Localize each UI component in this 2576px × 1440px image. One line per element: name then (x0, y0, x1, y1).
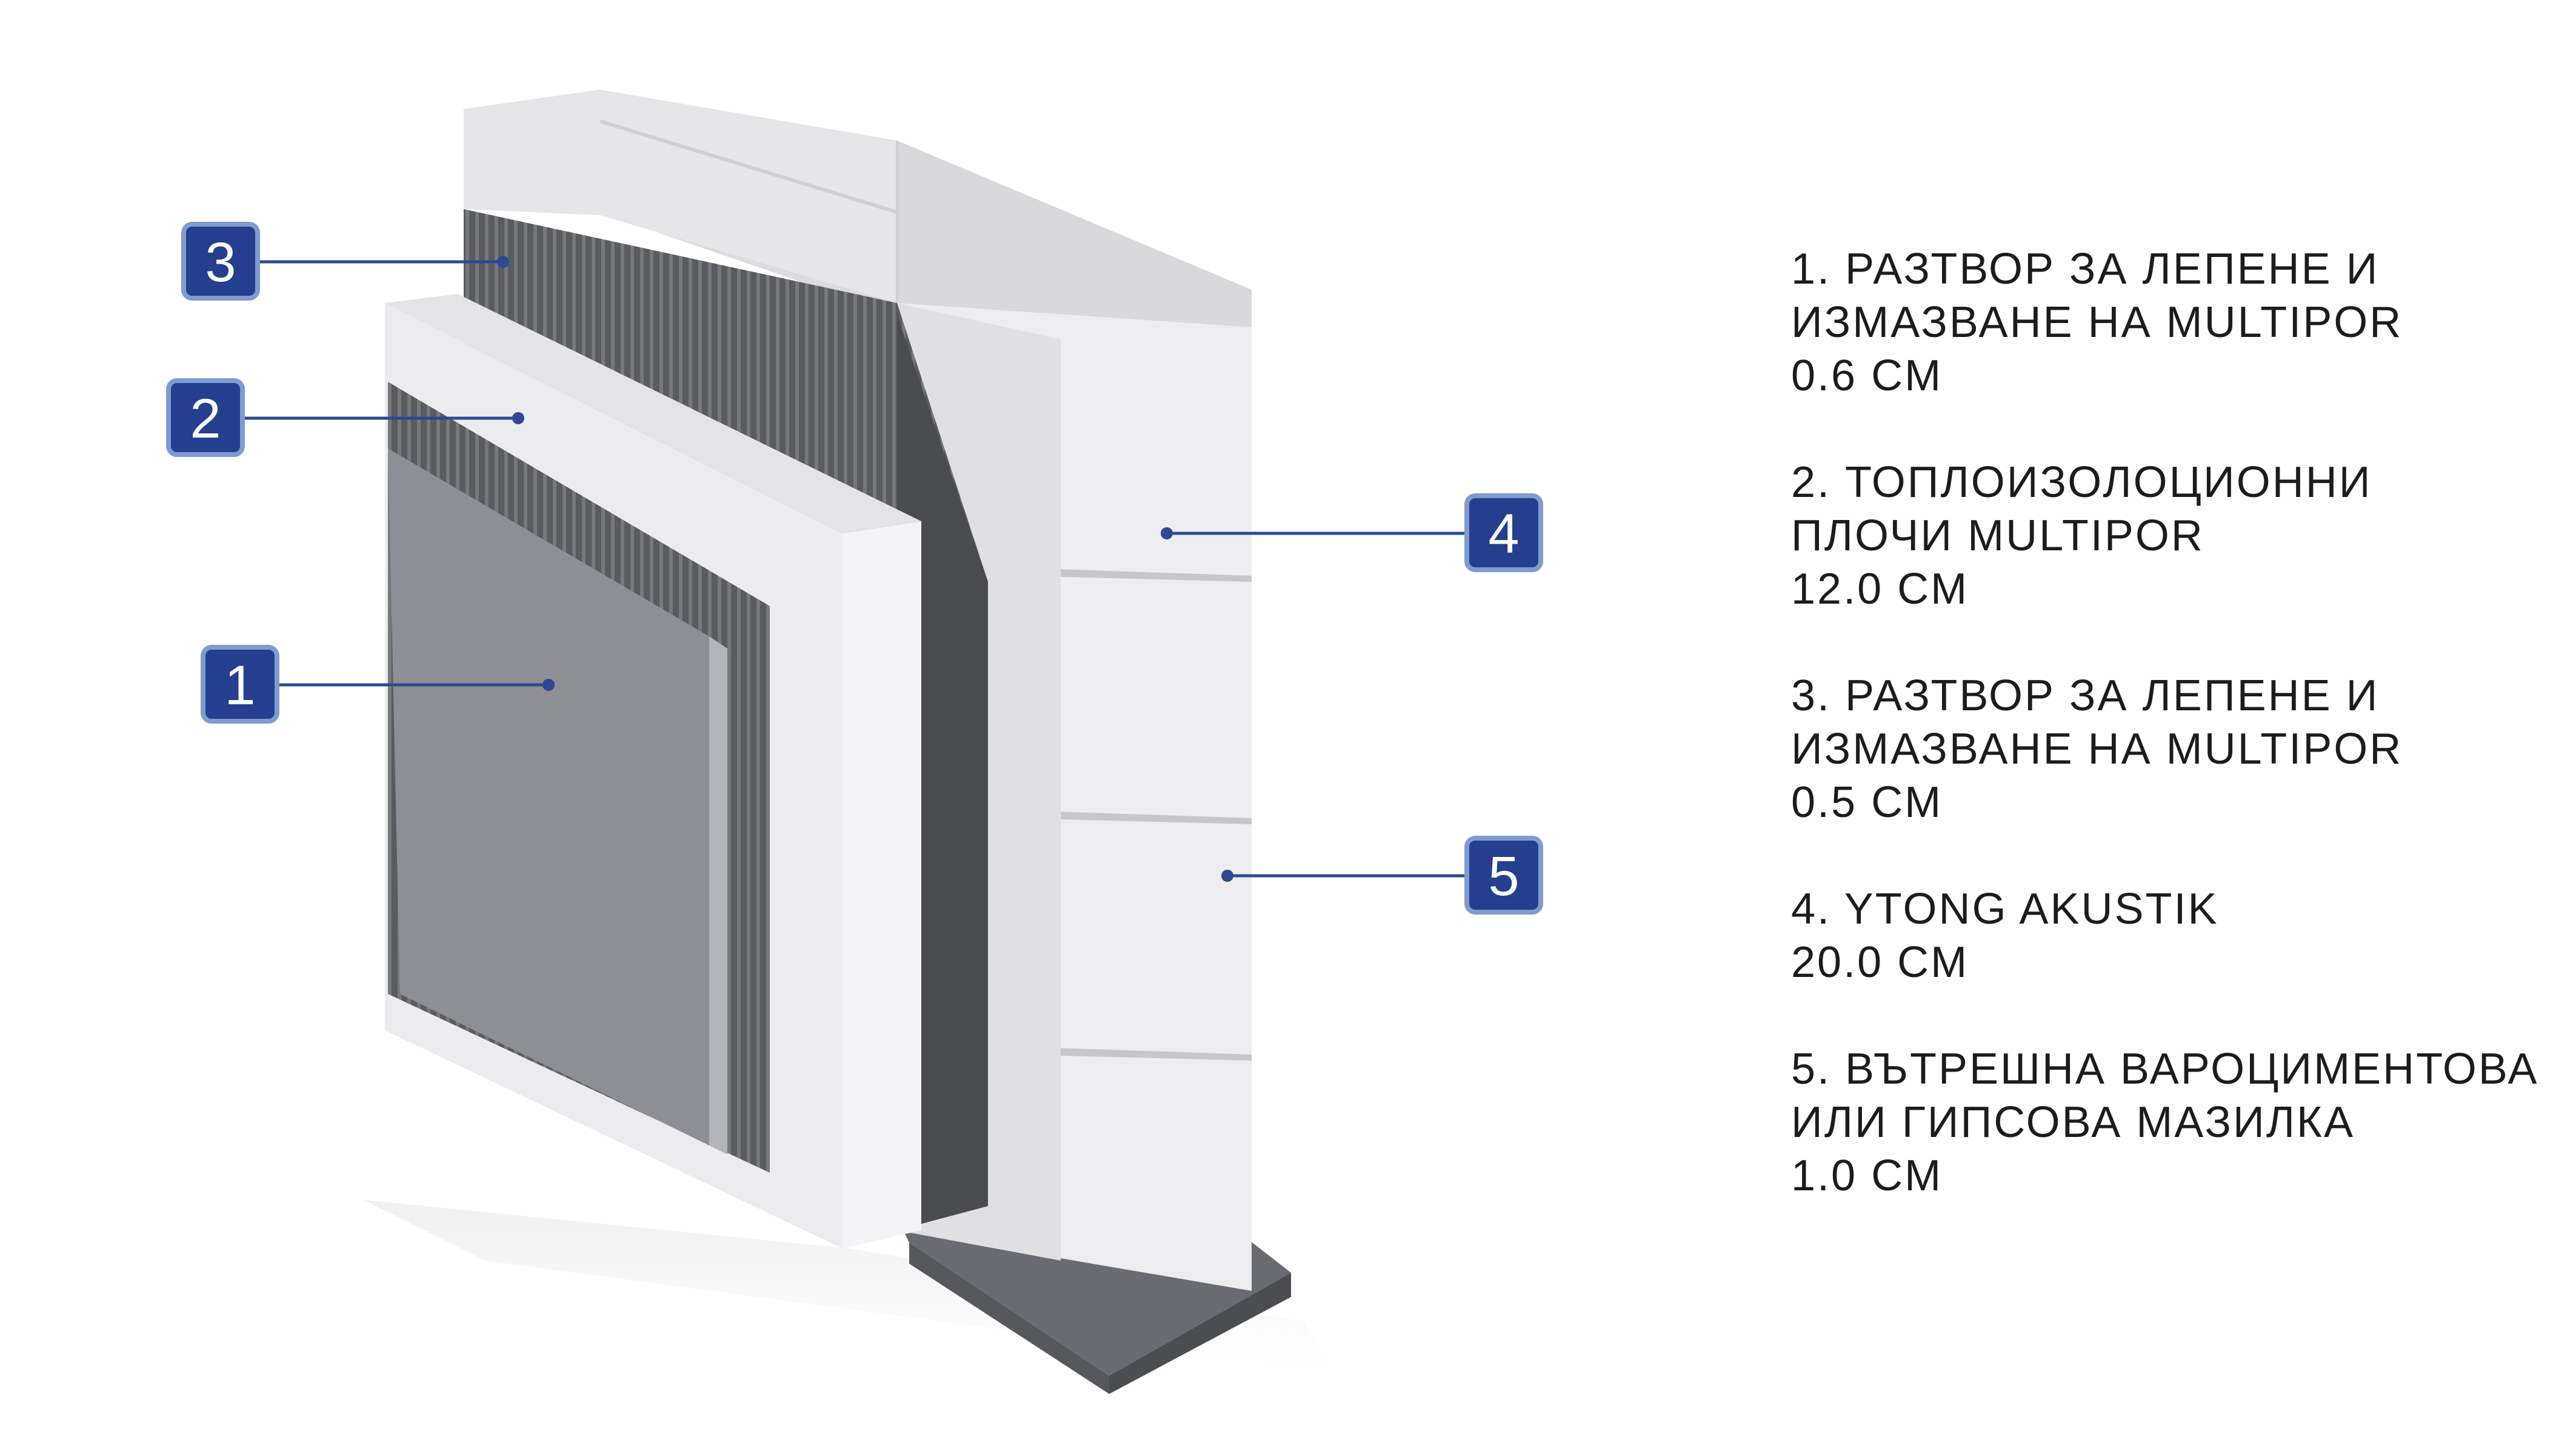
legend-line: 1.0 CM (1791, 1152, 1943, 1200)
callout-5: 5 (1464, 836, 1543, 915)
legend-item-5: 5. ВЪТРЕШНА ВАРОЦИМЕНТОВА ИЛИ ГИПСОВА МА… (1791, 1042, 2567, 1202)
legend-line: 5. ВЪТРЕШНА ВАРОЦИМЕНТОВА (1791, 1045, 2539, 1093)
legend-line: 3. РАЗТВОР ЗА ЛЕПЕНЕ И (1791, 672, 2380, 720)
render-layer (388, 382, 770, 1173)
callout-label: 3 (205, 232, 236, 293)
callout-1: 1 (201, 645, 279, 724)
legend-line: 0.6 CM (1791, 352, 1943, 400)
callout-4: 4 (1464, 493, 1543, 572)
leader-dots (497, 256, 1233, 882)
leader-lines (242, 260, 1467, 878)
legend-item-1: 1. РАЗТВОР ЗА ЛЕПЕНЕ И ИЗМАЗВАНЕ НА MULT… (1791, 242, 2567, 402)
legend-line: 20.0 CM (1791, 938, 1969, 987)
legend-line: 1. РАЗТВОР ЗА ЛЕПЕНЕ И (1791, 245, 2380, 293)
legend-line: ИЗМАЗВАНЕ НА MULTIPOR (1791, 725, 2403, 773)
legend-line: 2. ТОПЛОИЗОЛОЦИОННИ (1791, 458, 2372, 507)
legend-line: 0.5 CM (1791, 778, 1943, 827)
legend-line: ИЗМАЗВАНЕ НА MULTIPOR (1791, 298, 2403, 347)
callout-label: 4 (1488, 503, 1519, 565)
legend-line: 4. YTONG AKUSTIK (1791, 885, 2219, 933)
legend-item-4: 4. YTONG AKUSTIK 20.0 CM (1791, 882, 2567, 989)
legend-line: 12.0 CM (1791, 565, 1969, 613)
legend-line: ИЛИ ГИПСОВА МАЗИЛКА (1791, 1098, 2355, 1147)
legend-item-2: 2. ТОПЛОИЗОЛОЦИОННИ ПЛОЧИ MULTIPOR 12.0 … (1791, 456, 2567, 616)
callout-label: 1 (224, 655, 255, 716)
callout-2: 2 (166, 378, 245, 457)
callout-3: 3 (181, 222, 260, 301)
legend-item-3: 3. РАЗТВОР ЗА ЛЕПЕНЕ И ИЗМАЗВАНЕ НА MULT… (1791, 669, 2567, 829)
callout-label: 5 (1488, 845, 1519, 907)
callout-label: 2 (190, 388, 221, 450)
legend-line: ПЛОЧИ MULTIPOR (1791, 512, 2204, 560)
layers-legend: 1. РАЗТВОР ЗА ЛЕПЕНЕ И ИЗМАЗВАНЕ НА MULT… (1791, 242, 2567, 1256)
